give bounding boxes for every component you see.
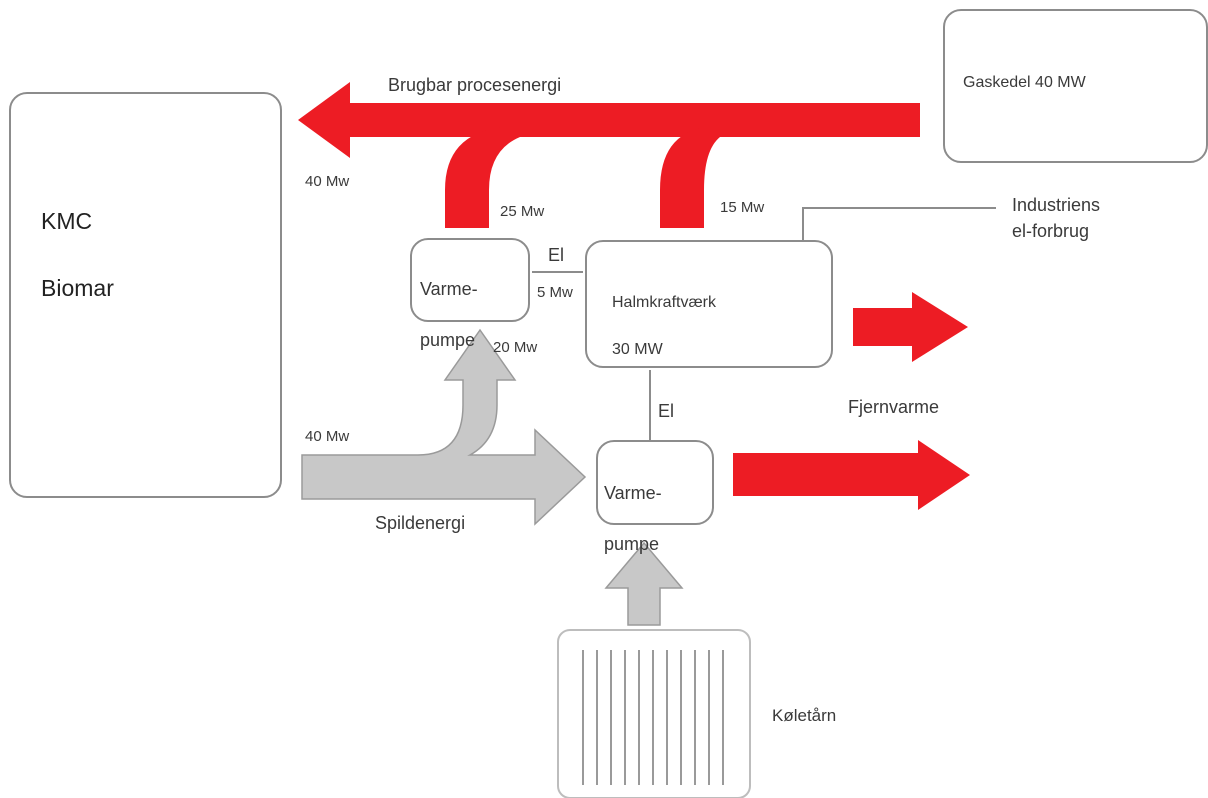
straw-plant-process-branch [660, 126, 720, 228]
cooling-tower-arrow [604, 541, 684, 626]
el-bottom-label: El [658, 401, 675, 421]
cooling-tower-slats [582, 650, 724, 785]
heat-pump-bottom-box: Varme- pumpe [596, 440, 714, 554]
industry-power-line [802, 207, 996, 240]
heat-pump-top-box: Varme- pumpe [410, 238, 530, 350]
district-heating-arrow-top [853, 292, 968, 362]
heat-pump-bottom-label: Varme- pumpe [604, 483, 662, 554]
kmc-biomar-label: KMC Biomar [41, 208, 114, 302]
industry-power-label: Industriens el-forbrug [1012, 195, 1101, 242]
waste-total-flow-label: 40 Mw [305, 428, 350, 445]
waste-energy-label: Spildenergi [375, 513, 466, 533]
process-energy-arrow [298, 82, 920, 158]
straw-power-plant-box: Halmkraftværk 30 MW [585, 240, 833, 368]
el-power-flow-label: 5 Mw [537, 284, 573, 301]
cooling-tower-label: Køletårn [772, 706, 837, 725]
heat-pump-flow-label: 25 Mw [500, 203, 545, 220]
straw-power-plant-label: Halmkraftværk 30 MW [612, 294, 717, 358]
gas-boiler-box: Gaskedel 40 MW [943, 9, 1208, 163]
district-heating-arrow-bottom [733, 440, 970, 510]
waste-to-heat-pump-flow-label: 20 Mw [493, 339, 538, 356]
gas-boiler-label: Gaskedel 40 MW [963, 74, 1086, 91]
el-top-label: El [548, 245, 565, 265]
straw-plant-flow-label: 15 Mw [720, 199, 765, 216]
district-heating-label: Fjernvarme [848, 397, 940, 417]
process-total-flow-label: 40 Mw [305, 173, 350, 190]
heat-pump-process-branch [445, 126, 520, 228]
kmc-biomar-box: KMC Biomar [9, 92, 282, 498]
heat-pump-top-label: Varme- pumpe [420, 279, 478, 350]
usable-process-energy-label: Brugbar procesenergi [388, 75, 562, 95]
waste-energy-arrow [301, 328, 587, 526]
